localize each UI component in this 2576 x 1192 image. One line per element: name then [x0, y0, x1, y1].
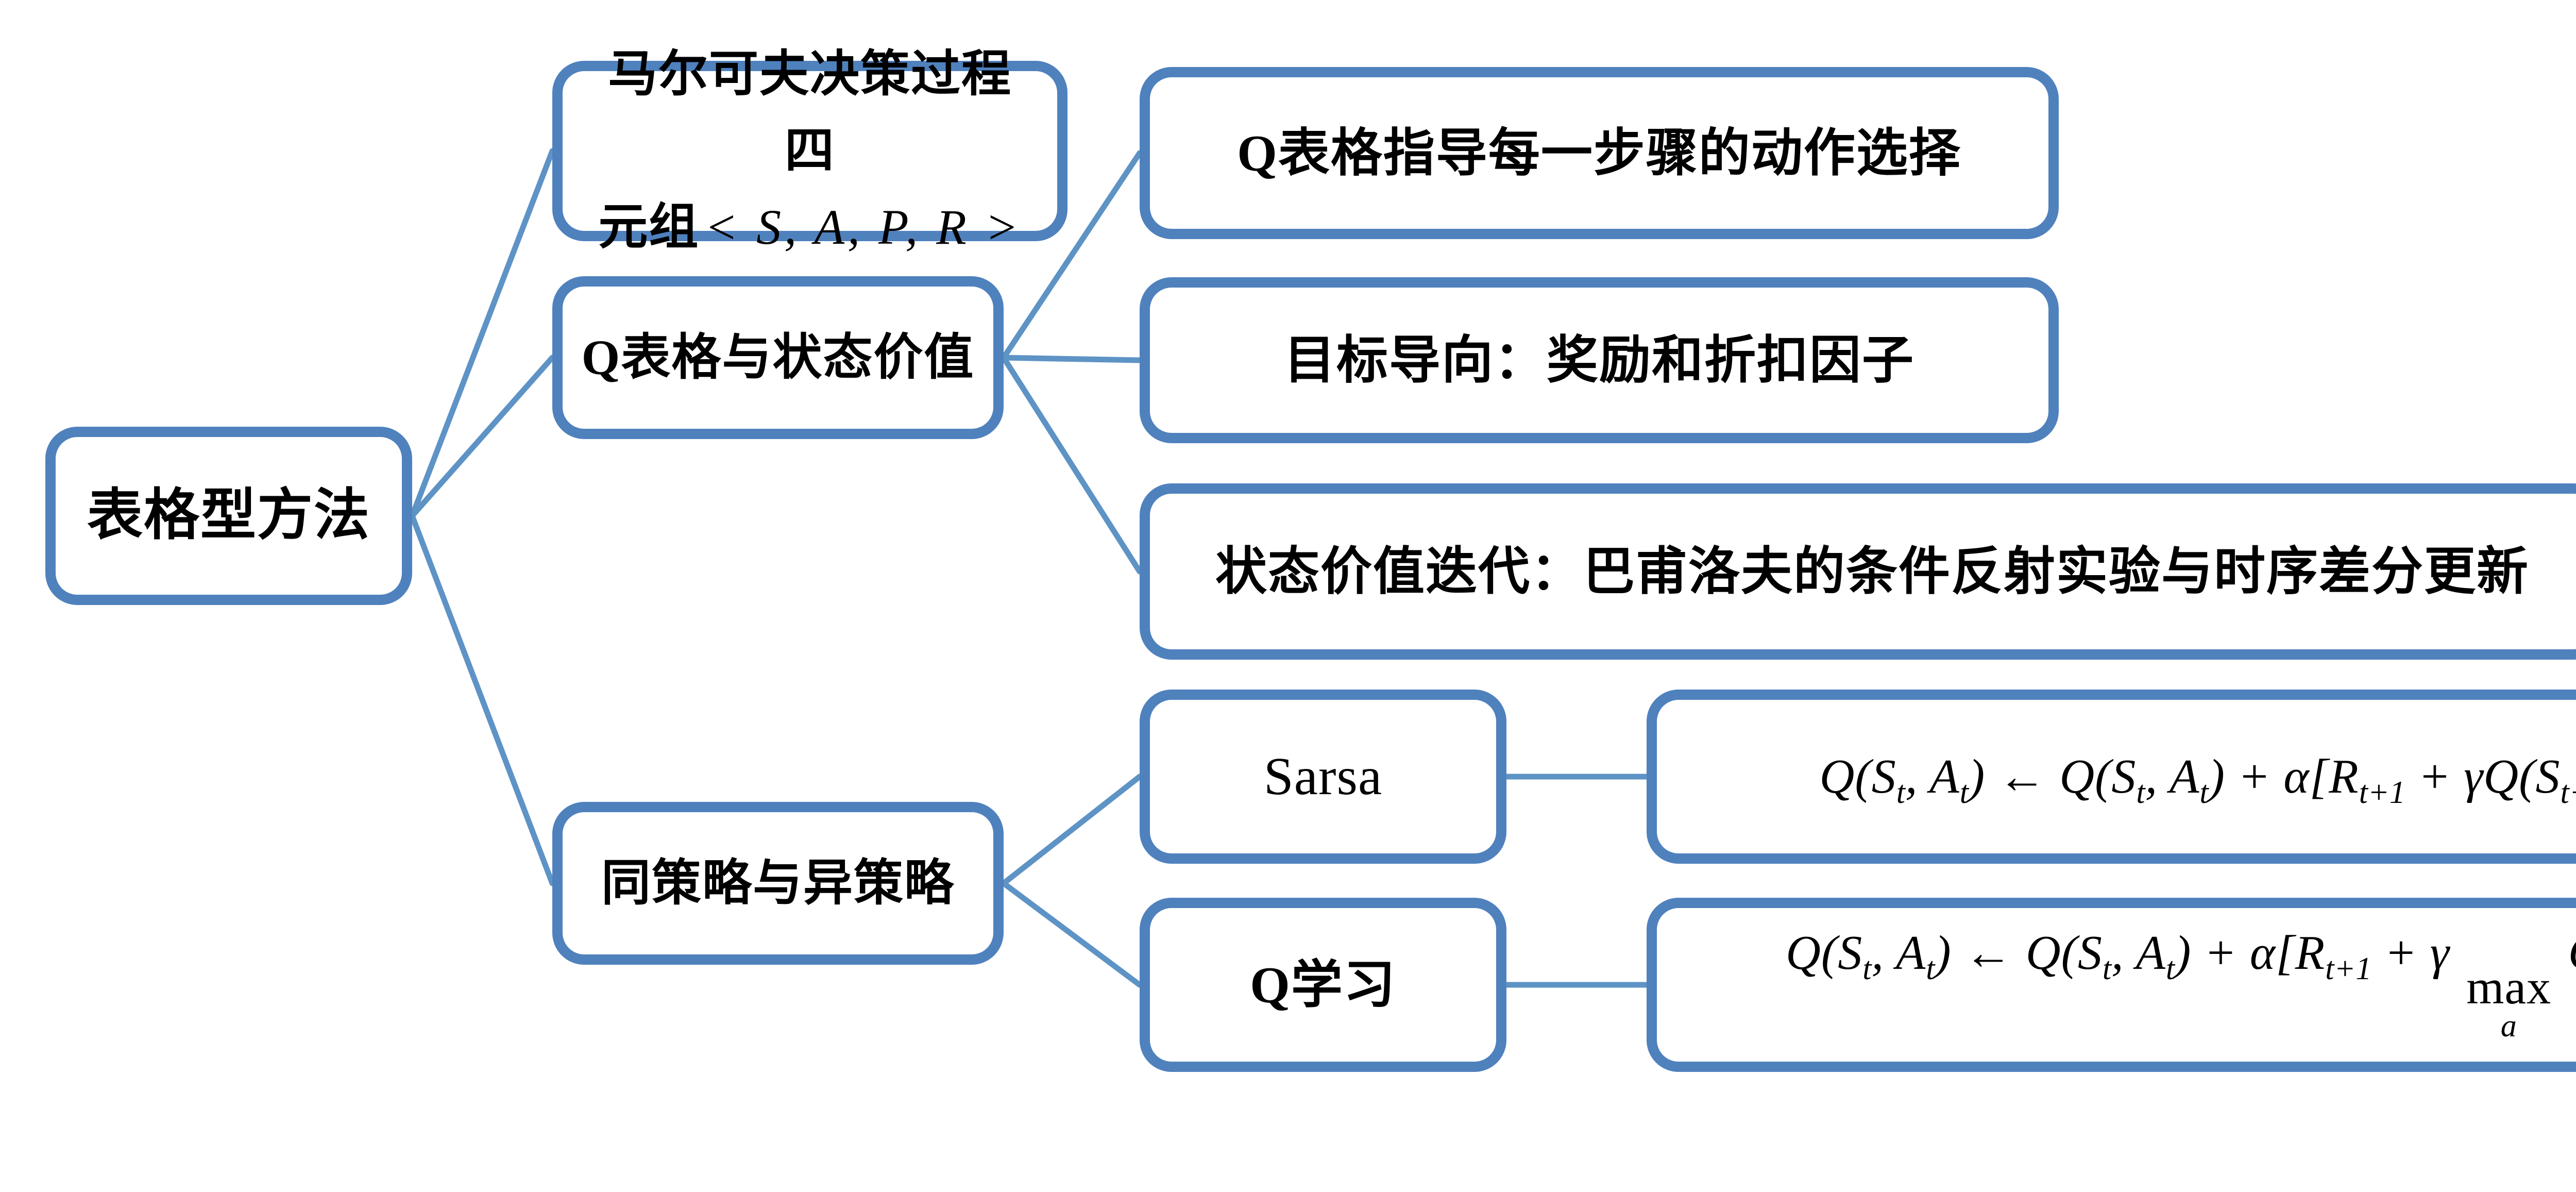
node-qtable-state-value: Q表格与状态价值 [552, 276, 1004, 439]
node-state-value-iteration: 状态价值迭代：巴甫洛夫的条件反射实验与时序差分更新 [1140, 483, 2576, 660]
node-qlearning: Q学习 [1140, 898, 1506, 1072]
node-mdp-tuple: 马尔可夫决策过程四 元组< S, A, P, R > [552, 46, 1067, 255]
connector-line [1001, 355, 1143, 575]
node-qtable-action-selection: Q表格指导每一步骤的动作选择 [1140, 67, 2059, 239]
connector-line [409, 355, 555, 519]
mdp-label-line2: 元组 [598, 199, 700, 255]
mdp-label-line1: 马尔可夫决策过程四 [608, 46, 1012, 178]
node-sarsa-update-formula: Q(St, At) ← Q(St, At) + α[Rt+1 + γQ(St+1… [1647, 690, 2576, 864]
connector-line [1001, 774, 1143, 886]
node-qlearning-label: Q学习 [1250, 956, 1396, 1014]
node-qtable-action-selection-label: Q表格指导每一步骤的动作选择 [1237, 124, 1961, 182]
connector-line [409, 513, 555, 886]
node-qtable-state-value-label: Q表格与状态价值 [581, 329, 975, 385]
node-goal-oriented-label: 目标导向：奖励和折扣因子 [1284, 331, 1914, 389]
mdp-tuple-math: < S, A, P, R > [704, 199, 1022, 255]
node-sarsa-label: Sarsa [1263, 747, 1383, 807]
node-mdp-tuple-label: 马尔可夫决策过程四 元组< S, A, P, R > [583, 36, 1037, 266]
node-tabular-methods: 表格型方法 [45, 427, 412, 605]
connector-line [409, 148, 555, 519]
connector-line [1001, 355, 1143, 363]
node-goal-oriented: 目标导向：奖励和折扣因子 [1140, 277, 2059, 443]
node-on-off-policy: 同策略与异策略 [552, 802, 1004, 965]
node-state-value-iteration-label: 状态价值迭代：巴甫洛夫的条件反射实验与时序差分更新 [1215, 543, 2529, 600]
sarsa-update-formula: Q(St, At) ← Q(St, At) + α[Rt+1 + γQ(St+1… [1819, 750, 2576, 810]
node-tabular-methods-label: 表格型方法 [87, 485, 370, 547]
connector-line [1001, 150, 1143, 361]
node-sarsa: Sarsa [1140, 690, 1506, 864]
node-on-off-policy-label: 同策略与异策略 [601, 855, 955, 911]
connector-line [1001, 880, 1143, 988]
